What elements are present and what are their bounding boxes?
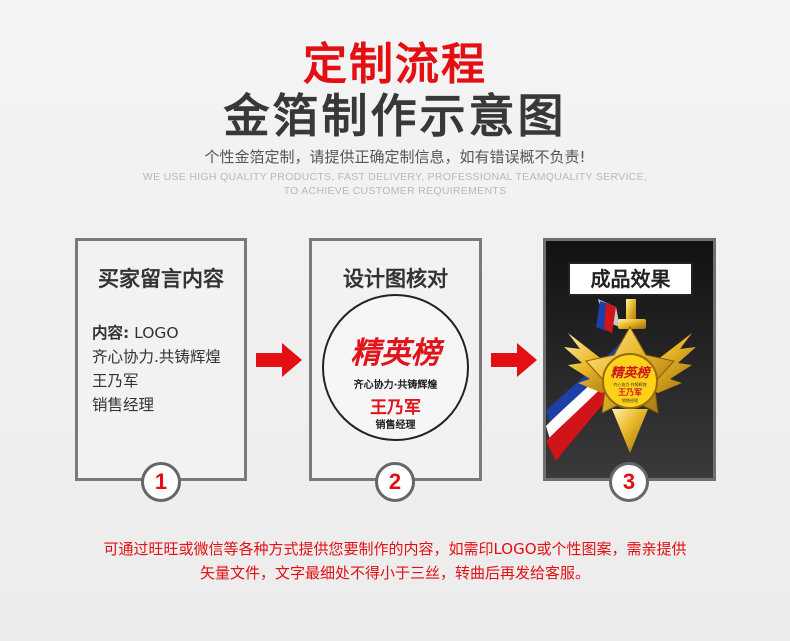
design-role-text: 销售经理 [375, 420, 416, 431]
step-2-title: 设计图核对 [343, 267, 448, 291]
step-3-finished-product-box: 成品效果 精英榜 齐心协力·共铸辉煌 王乃军 销售经理 [543, 238, 716, 481]
content-line: 内容: LOGO [92, 321, 242, 345]
step-1-buyer-message-box: 买家留言内容 内容: LOGO 齐心协力.共铸辉煌 王乃军 销售经理 [75, 238, 247, 481]
content-line-slogan: 齐心协力.共铸辉煌 [92, 348, 221, 366]
arrow-right-icon [256, 343, 302, 377]
buyer-message-content: 内容: LOGO 齐心协力.共铸辉煌 王乃军 销售经理 [92, 321, 242, 417]
content-line-name: 王乃军 [92, 372, 139, 390]
step-number-1: 1 [141, 462, 181, 502]
english-line-1: WE USE HIGH QUALITY PRODUCTS, FAST DELIV… [142, 171, 648, 183]
step-number-3: 3 [609, 462, 649, 502]
medal-text: 精英榜 齐心协力·共铸辉煌 王乃军 销售经理 [603, 366, 657, 404]
title-dark: 金箔制作示意图 [223, 89, 567, 143]
subtitle: 个性金箔定制，请提供正确定制信息，如有错误概不负责! [204, 148, 586, 166]
content-label: 内容: [92, 324, 130, 342]
step-number-2: 2 [375, 462, 415, 502]
footer-note-line-1: 可通过旺旺或微信等各种方式提供您要制作的内容，如需印LOGO或个性图案，需亲提供 [103, 540, 687, 558]
design-proof-circle: 精英榜 齐心协力·共铸辉煌 王乃军 销售经理 [322, 294, 469, 441]
english-tagline: WE USE HIGH QUALITY PRODUCTS, FAST DELIV… [0, 170, 790, 198]
step-3-title: 成品效果 [568, 262, 693, 296]
title-red: 定制流程 [303, 39, 487, 90]
content-value: LOGO [134, 324, 179, 342]
step-1-title: 买家留言内容 [98, 267, 224, 291]
content-line-role: 销售经理 [92, 396, 155, 414]
medal-slogan-text: 齐心协力·共铸辉煌 [613, 382, 647, 387]
step-2-design-check-box: 设计图核对 精英榜 齐心协力·共铸辉煌 王乃军 销售经理 [309, 238, 482, 481]
design-slogan-text: 齐心协力·共铸辉煌 [353, 380, 438, 391]
design-main-text: 精英榜 [350, 336, 441, 371]
english-line-2: TO ACHIEVE CUSTOMER REQUIREMENTS [283, 185, 507, 197]
footer-note-line-2: 矢量文件，文字最细处不得小于三丝，转曲后再发给客服。 [199, 564, 590, 582]
medal-name-text: 王乃军 [618, 388, 642, 397]
footer-note: 可通过旺旺或微信等各种方式提供您要制作的内容，如需印LOGO或个性图案，需亲提供… [0, 537, 790, 585]
design-name-text: 王乃军 [370, 398, 421, 418]
medal-role-text: 销售经理 [622, 398, 638, 403]
medal-main-text: 精英榜 [610, 366, 650, 381]
arrow-right-icon [491, 343, 537, 377]
